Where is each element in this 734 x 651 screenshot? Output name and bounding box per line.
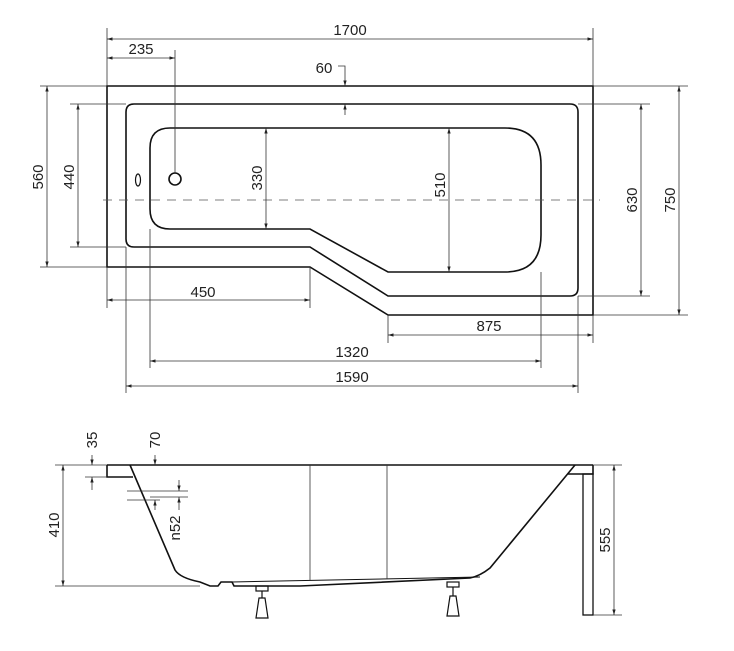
dim-410: 410 — [46, 512, 63, 537]
top-view: 1700 235 60 560 440 330 510 630 750 450 … — [30, 22, 688, 393]
dim-440: 440 — [61, 164, 78, 189]
tub-profile — [129, 464, 576, 587]
dim-560: 560 — [30, 164, 47, 189]
dim-1590: 1590 — [335, 369, 368, 386]
dim-60: 60 — [316, 60, 333, 77]
side-view: 35 70 n52 410 555 — [46, 432, 622, 619]
dim-1320: 1320 — [335, 344, 368, 361]
dim-35: 35 — [84, 432, 101, 449]
overflow-icon — [134, 173, 142, 187]
dim-70: 70 — [147, 432, 164, 449]
dim-330: 330 — [249, 165, 266, 190]
leg-right — [446, 581, 460, 617]
dim-750: 750 — [662, 187, 679, 212]
drain-icon — [168, 172, 182, 186]
basin — [149, 127, 542, 273]
dim-555: 555 — [597, 527, 614, 552]
dim-450: 450 — [190, 284, 215, 301]
left-rim — [106, 465, 133, 478]
dim-1700: 1700 — [333, 22, 366, 39]
dim-875: 875 — [476, 318, 501, 335]
dim-235: 235 — [128, 41, 153, 58]
leg-left — [255, 585, 269, 619]
outer-outline — [106, 85, 594, 316]
inner-rim — [125, 103, 579, 297]
dim-630: 630 — [624, 187, 641, 212]
dim-510: 510 — [432, 172, 449, 197]
dim-n52: n52 — [167, 515, 184, 540]
end-panel — [582, 473, 594, 616]
